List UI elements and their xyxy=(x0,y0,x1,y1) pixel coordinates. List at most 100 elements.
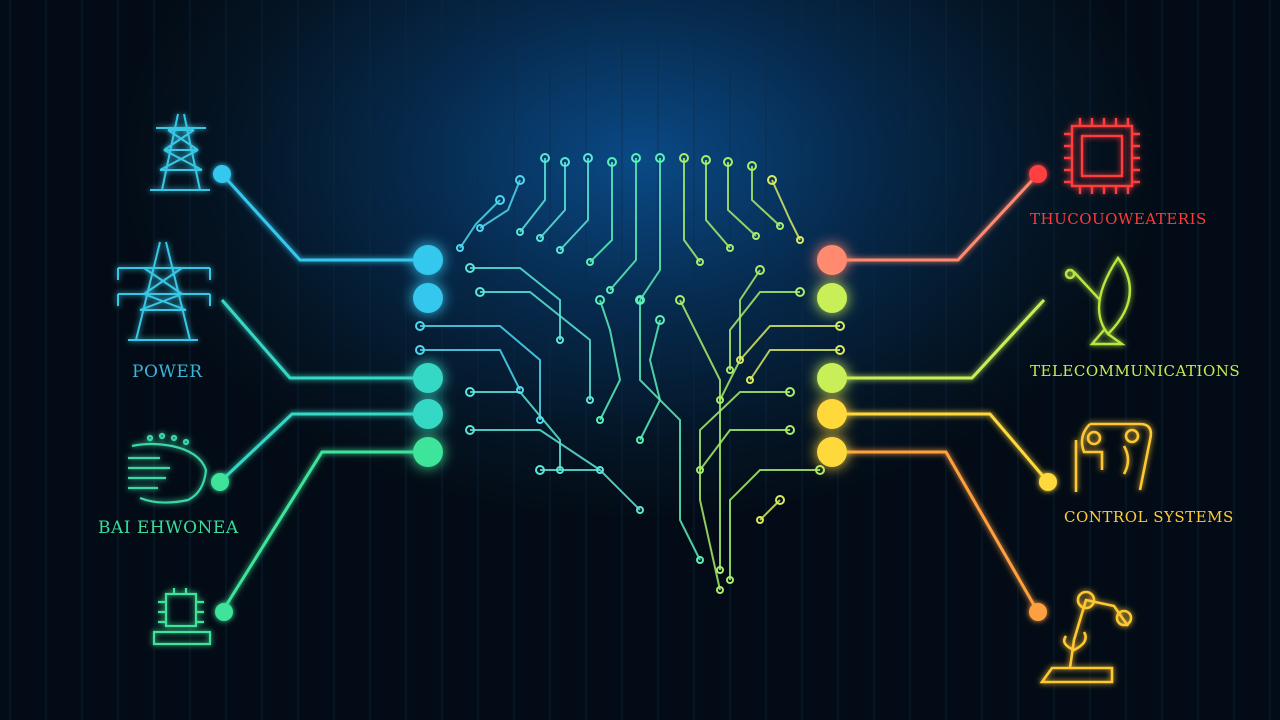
connector-lines xyxy=(218,172,1050,613)
trace-pad xyxy=(785,425,795,435)
power-tower-icon xyxy=(150,113,210,191)
circuit-trace xyxy=(589,162,613,263)
circuit-trace xyxy=(751,166,781,227)
connector-line xyxy=(832,298,1046,380)
trace-pad xyxy=(636,436,644,444)
trace-pad xyxy=(515,175,525,185)
trace-pad xyxy=(746,376,754,384)
connector-line xyxy=(220,172,430,262)
trace-pad xyxy=(635,295,645,305)
industrial-robot-icon xyxy=(1039,590,1133,684)
circuit-trace xyxy=(599,299,622,421)
trace-pad xyxy=(726,244,734,252)
circuit-trace xyxy=(639,300,701,561)
trace-pad xyxy=(475,287,485,297)
trace-pad xyxy=(776,222,784,230)
trace-pad xyxy=(596,416,604,424)
trace-pad xyxy=(701,155,711,165)
trace-pad xyxy=(456,244,464,252)
label-telecom: TELECOMMUNICATIONS xyxy=(1030,362,1241,380)
label-power: POWER xyxy=(132,362,203,382)
endpoint-node xyxy=(1029,603,1047,621)
trace-pad xyxy=(785,387,795,397)
brain-circuit-traces xyxy=(415,153,845,594)
endpoint-node xyxy=(1039,473,1057,491)
endpoint-node xyxy=(1029,165,1047,183)
connector-line xyxy=(220,450,430,613)
power-pylon-icon xyxy=(117,241,211,341)
trace-pad xyxy=(723,157,733,167)
connector-line xyxy=(218,412,430,484)
trace-pad xyxy=(556,336,564,344)
hub-node xyxy=(817,363,847,393)
endpoint-node xyxy=(215,603,233,621)
hub-node xyxy=(817,283,847,313)
circuit-trace xyxy=(705,160,731,249)
trace-pad xyxy=(756,516,764,524)
trace-pad xyxy=(586,396,594,404)
trace-pad xyxy=(536,234,544,242)
label-health: BAI EHWONEA xyxy=(98,518,239,538)
circuit-trace xyxy=(420,325,541,420)
trace-pad xyxy=(796,236,804,244)
connector-line xyxy=(832,450,1040,613)
trace-pad xyxy=(726,576,734,584)
trace-pad xyxy=(696,258,704,266)
trace-pad xyxy=(465,263,475,273)
circuit-trace xyxy=(420,349,521,391)
trace-pad xyxy=(675,295,685,305)
circuit-trace xyxy=(683,158,701,263)
circuit-trace xyxy=(470,391,561,470)
connector-line xyxy=(832,172,1040,262)
circuit-trace xyxy=(470,267,561,340)
circuit-trace xyxy=(479,179,521,229)
hub-node xyxy=(413,437,443,467)
circuit-trace xyxy=(729,469,820,580)
trace-pad xyxy=(679,153,689,163)
connector-line xyxy=(220,299,430,380)
hub-node xyxy=(413,283,443,313)
trace-pad xyxy=(655,153,665,163)
trace-pad xyxy=(747,161,757,171)
trace-pad xyxy=(835,345,845,355)
circuit-trace xyxy=(749,349,840,381)
trace-pad xyxy=(415,321,425,331)
trace-pad xyxy=(583,153,593,163)
trace-pad xyxy=(716,566,724,574)
trace-pad xyxy=(716,586,724,594)
trace-pad xyxy=(595,295,605,305)
hub-node xyxy=(817,437,847,467)
processor-chip-icon xyxy=(1064,118,1140,194)
circuit-trace xyxy=(699,429,790,471)
trace-pad xyxy=(415,345,425,355)
trace-pad xyxy=(631,153,641,163)
circuit-trace xyxy=(639,158,661,301)
circuit-trace xyxy=(679,299,721,570)
circuit-trace xyxy=(727,162,757,237)
trace-pad xyxy=(795,287,805,297)
label-control: CONTROL SYSTEMS xyxy=(1064,508,1234,526)
trace-pad xyxy=(560,157,570,167)
trace-pad xyxy=(516,228,524,236)
trace-pad xyxy=(696,466,704,474)
circuit-trace xyxy=(609,158,637,291)
circuit-trace xyxy=(470,429,601,471)
trace-pad xyxy=(535,465,545,475)
trace-pad xyxy=(607,157,617,167)
circuit-trace xyxy=(459,199,501,249)
robot-arm-icon xyxy=(1074,422,1153,492)
trace-pad xyxy=(716,396,724,404)
endpoint-node xyxy=(211,473,229,491)
circuit-trace xyxy=(519,158,546,233)
trace-pad xyxy=(755,265,765,275)
trace-pad xyxy=(752,232,760,240)
circuit-trace xyxy=(480,291,591,400)
circuit-trace xyxy=(771,179,801,241)
chip-icon xyxy=(152,588,212,646)
hub-node xyxy=(413,363,443,393)
circuit-trace xyxy=(699,391,790,591)
trace-pad xyxy=(495,195,505,205)
trace-pad xyxy=(815,465,825,475)
